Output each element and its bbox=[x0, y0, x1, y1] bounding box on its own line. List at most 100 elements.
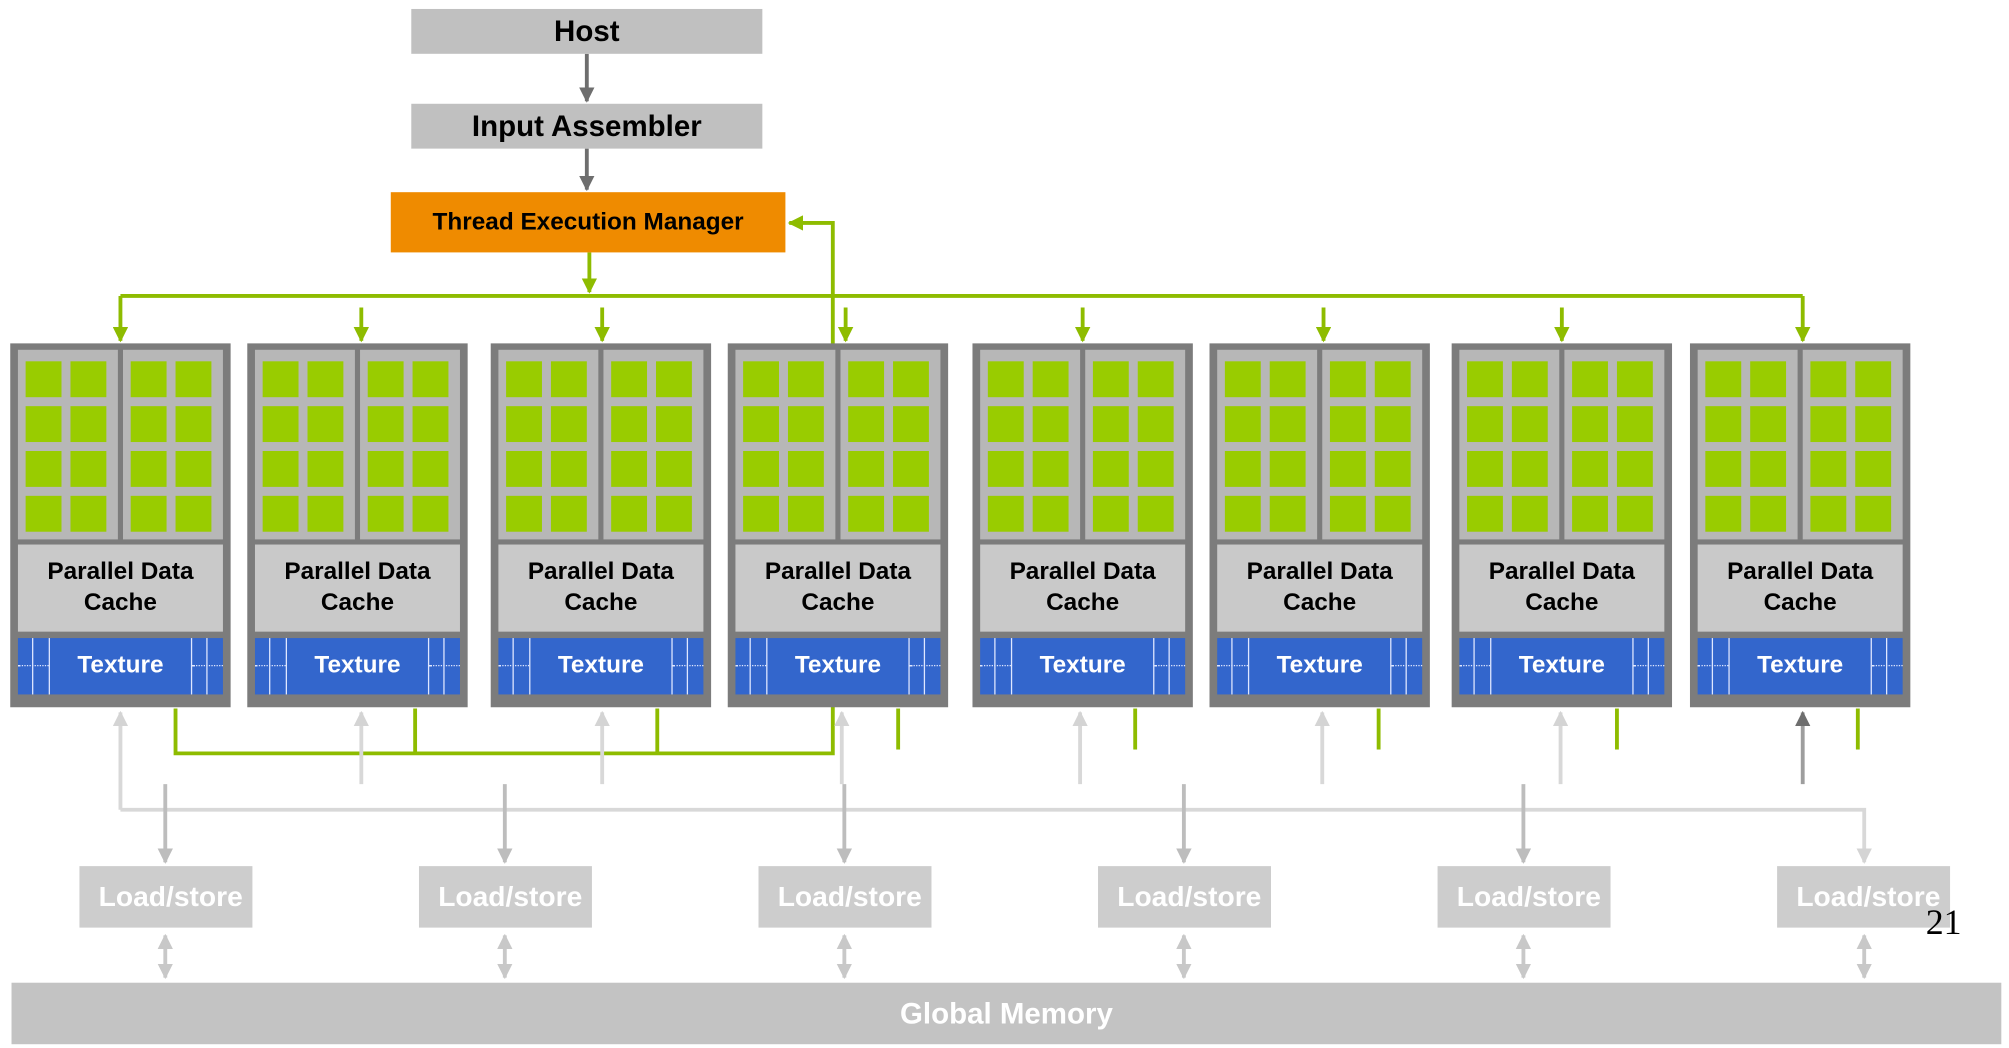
stream-processor bbox=[1137, 495, 1174, 532]
interconnect-bus bbox=[120, 807, 1872, 864]
texture-label: Texture bbox=[285, 638, 430, 695]
stream-processor bbox=[1137, 451, 1174, 487]
stream-processor bbox=[1224, 361, 1261, 398]
stream-processor bbox=[1467, 406, 1503, 443]
sp-group bbox=[17, 349, 118, 540]
stream-processor bbox=[70, 495, 107, 532]
stream-processor bbox=[1224, 406, 1261, 443]
stream-processor bbox=[70, 361, 107, 398]
stream-processor bbox=[130, 406, 167, 443]
stream-processor bbox=[1750, 495, 1787, 532]
stream-processor bbox=[848, 361, 885, 398]
thread-execution-manager-box: Thread Execution Manager bbox=[390, 192, 786, 253]
stream-processor bbox=[506, 451, 542, 487]
texture-grid bbox=[192, 638, 223, 695]
texture-grid bbox=[980, 638, 1011, 695]
stream-processor bbox=[1572, 406, 1608, 443]
stream-processor bbox=[848, 406, 885, 443]
stream-processor bbox=[987, 406, 1024, 443]
texture-grid bbox=[1459, 638, 1491, 695]
stream-processor bbox=[1224, 451, 1261, 487]
texture-grid bbox=[254, 638, 286, 695]
stream-processor bbox=[1092, 406, 1129, 443]
sp-group bbox=[360, 349, 460, 540]
stream-processor bbox=[506, 495, 542, 532]
stream-processor bbox=[987, 495, 1024, 532]
stream-processor bbox=[262, 406, 299, 443]
stream-processor bbox=[1269, 495, 1306, 532]
texture-grid bbox=[909, 638, 941, 695]
stream-processor bbox=[1329, 361, 1366, 398]
stream-processor bbox=[550, 495, 587, 532]
stream-processor bbox=[1269, 406, 1306, 443]
sp-group bbox=[1085, 349, 1186, 540]
stream-processor bbox=[1329, 495, 1366, 532]
host-label: Host bbox=[554, 14, 620, 48]
texture-unit: Texture bbox=[735, 638, 941, 695]
stream-processor bbox=[1705, 361, 1742, 398]
stream-processor bbox=[1705, 451, 1742, 487]
stream-processor bbox=[743, 361, 779, 398]
stream-processor bbox=[412, 495, 449, 532]
load-store-label: Load/store bbox=[1796, 880, 1941, 913]
input-assembler-label: Input Assembler bbox=[471, 108, 702, 143]
stream-processor bbox=[175, 361, 212, 398]
stream-processor bbox=[656, 495, 692, 532]
stream-processor bbox=[175, 451, 212, 487]
texture-grid bbox=[1697, 638, 1729, 695]
stream-processor bbox=[1467, 361, 1503, 398]
sp-group bbox=[254, 349, 355, 540]
stream-processor bbox=[848, 451, 885, 487]
stream-processor bbox=[1092, 361, 1129, 398]
stream-processor bbox=[550, 361, 587, 398]
stream-processor bbox=[1374, 495, 1411, 532]
stream-processor bbox=[1032, 406, 1069, 443]
texture-grid bbox=[1391, 638, 1423, 695]
texture-label: Texture bbox=[1010, 638, 1155, 695]
stream-processor bbox=[1810, 406, 1847, 443]
load-store-unit-5: Load/store bbox=[1437, 866, 1611, 928]
stream-processor bbox=[1374, 406, 1411, 443]
stream-processor bbox=[787, 406, 824, 443]
stream-processor bbox=[1616, 406, 1653, 443]
feedback-to-tem bbox=[173, 215, 835, 756]
texture-grid bbox=[672, 638, 704, 695]
load-store-label: Load/store bbox=[438, 880, 583, 913]
stream-processor bbox=[1855, 361, 1892, 398]
parallel-data-cache: Parallel Data Cache bbox=[1697, 544, 1903, 632]
sp-group bbox=[1322, 349, 1423, 540]
sp-group bbox=[980, 349, 1081, 540]
stream-processor bbox=[130, 495, 167, 532]
stream-processor bbox=[1616, 451, 1653, 487]
texture-grid bbox=[1871, 638, 1903, 695]
parallel-data-cache: Parallel Data Cache bbox=[254, 544, 460, 632]
stream-processor bbox=[1329, 451, 1366, 487]
stream-processor bbox=[262, 495, 299, 532]
stream-processor bbox=[893, 406, 929, 443]
stream-processor bbox=[506, 361, 542, 398]
stream-processor bbox=[987, 361, 1024, 398]
stream-processor bbox=[787, 451, 824, 487]
texture-label: Texture bbox=[529, 638, 673, 695]
stream-processor bbox=[367, 451, 404, 487]
stream-processor bbox=[175, 495, 212, 532]
stream-processor bbox=[893, 361, 929, 398]
global-memory-box: Global Memory bbox=[11, 982, 2002, 1045]
stream-processor bbox=[893, 451, 929, 487]
stream-processor bbox=[656, 406, 692, 443]
load-store-unit-3: Load/store bbox=[758, 866, 932, 928]
stream-processor bbox=[25, 495, 62, 532]
stream-processor bbox=[1810, 451, 1847, 487]
texture-grid bbox=[1633, 638, 1665, 695]
stream-processor bbox=[550, 451, 587, 487]
texture-grid bbox=[1217, 638, 1248, 695]
load-store-label: Load/store bbox=[1456, 880, 1601, 913]
stream-processor bbox=[1467, 451, 1503, 487]
stream-processor bbox=[1137, 361, 1174, 398]
stream-processor bbox=[412, 451, 449, 487]
